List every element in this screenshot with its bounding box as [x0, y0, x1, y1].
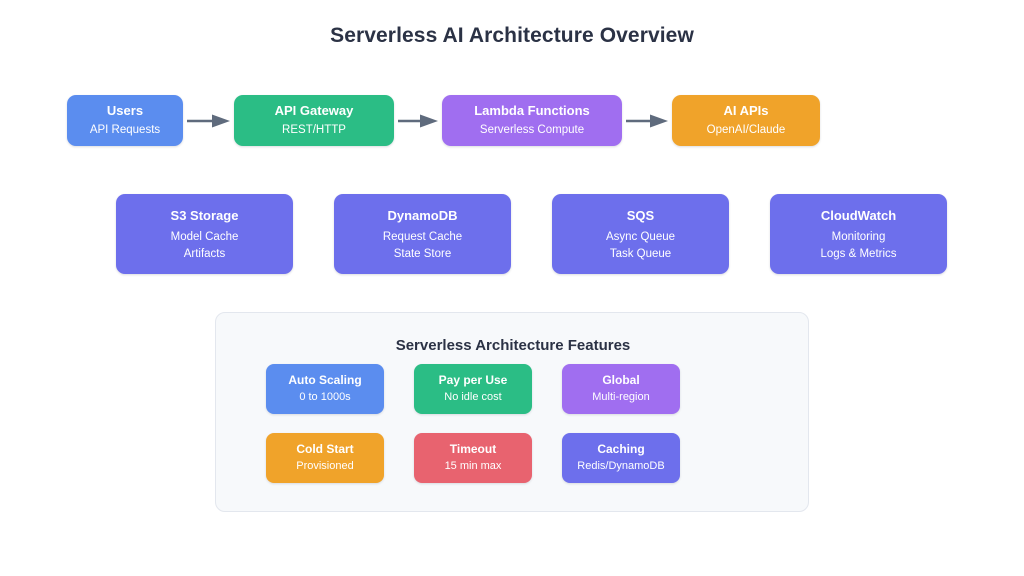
service-card-line-1: Model Cache	[170, 230, 239, 243]
service-card-line-1: Async Queue	[605, 230, 676, 243]
feature-chip-title: Global	[602, 372, 640, 387]
service-card-line-2: State Store	[393, 247, 452, 260]
flow-node-subtitle: Serverless Compute	[479, 123, 585, 136]
feature-chip-subtitle: Multi-region	[592, 391, 650, 403]
page-title: Serverless AI Architecture Overview	[330, 24, 694, 47]
service-card-title: SQS	[626, 207, 655, 223]
service-card-line-1: Monitoring	[831, 230, 886, 243]
service-card-line-1: Request Cache	[382, 230, 463, 243]
arrow-lambda-to-aiapis-icon	[626, 114, 668, 128]
flow-node-subtitle: API Requests	[89, 123, 161, 136]
flow-node-subtitle: OpenAI/Claude	[706, 123, 786, 136]
feature-chip-pay-per-use[interactable]: Pay per Use No idle cost	[414, 364, 532, 414]
flow-node-title: Users	[106, 102, 144, 118]
service-card-line-2: Task Queue	[609, 247, 672, 260]
flow-node-title: API Gateway	[274, 102, 354, 118]
feature-chip-auto-scaling[interactable]: Auto Scaling 0 to 1000s	[266, 364, 384, 414]
arrow-gateway-to-lambda-icon	[398, 114, 438, 128]
feature-chip-subtitle: 15 min max	[444, 460, 502, 472]
flow-node-subtitle: REST/HTTP	[282, 123, 346, 136]
service-card-title: S3 Storage	[170, 207, 239, 223]
feature-chip-timeout[interactable]: Timeout 15 min max	[414, 433, 532, 483]
arrow-users-to-gateway-icon	[187, 114, 230, 128]
service-card-line-2: Logs & Metrics	[820, 247, 897, 260]
service-card-title: CloudWatch	[820, 207, 897, 223]
flow-node-title: Lambda Functions	[474, 102, 590, 118]
features-panel-title: Serverless Architecture Features	[395, 337, 631, 354]
feature-chip-subtitle: Provisioned	[296, 460, 354, 472]
feature-chip-subtitle: Redis/DynamoDB	[577, 460, 665, 472]
feature-chip-title: Caching	[597, 441, 645, 456]
feature-chip-title: Auto Scaling	[288, 372, 362, 387]
feature-chip-subtitle: 0 to 1000s	[299, 391, 351, 403]
service-card-line-2: Artifacts	[183, 247, 226, 260]
feature-chip-title: Cold Start	[296, 441, 354, 456]
feature-chip-title: Timeout	[449, 441, 497, 456]
flow-node-title: AI APIs	[723, 102, 769, 118]
feature-chip-title: Pay per Use	[438, 372, 508, 387]
feature-chip-subtitle: No idle cost	[444, 391, 502, 403]
features-panel: Serverless Architecture Features Auto Sc…	[215, 312, 809, 512]
service-card-title: DynamoDB	[387, 207, 458, 223]
